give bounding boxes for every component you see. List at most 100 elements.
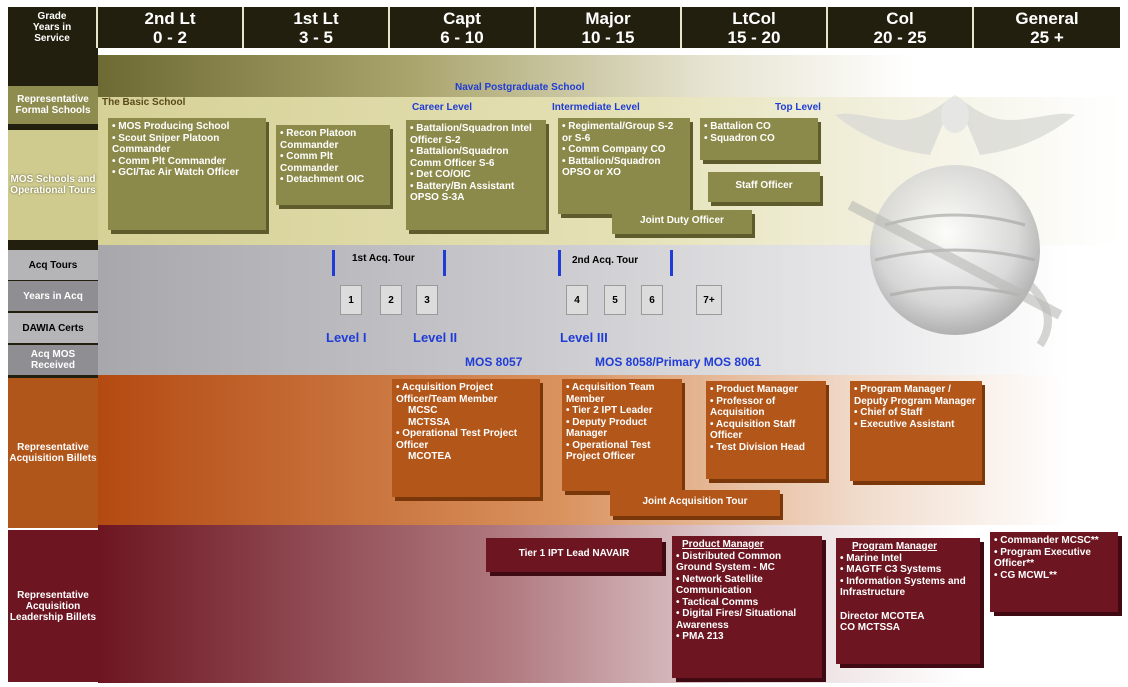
mos-item: Battalion/Squadron Comm Officer S-6 [410, 146, 542, 169]
pm-item: Distributed Common Ground System - MC [676, 551, 818, 574]
mos-item: Det CO/OIC [410, 169, 542, 181]
acq-billet-sub: MCTSSA [408, 416, 451, 428]
rank-grade: 1st Lt [293, 9, 339, 28]
mos-item: Recon Platoon Commander [280, 128, 386, 151]
rank-grade: Capt [443, 9, 481, 28]
rank-grade: 2nd Lt [144, 9, 196, 28]
rank-years: 25 + [1030, 28, 1064, 47]
mos-item: Battalion CO [704, 121, 814, 133]
acq-billet-item: Acquisition Team Member [566, 382, 678, 405]
acq-billet-box-major: Acquisition Team Member Tier 2 IPT Leade… [562, 379, 682, 491]
mos-item: Scout Sniper Platoon Commander [112, 133, 262, 156]
joint-acquisition-tour-box: Joint Acquisition Tour [610, 490, 780, 516]
acq-billet-item: Executive Assistant [854, 419, 978, 431]
header-grade-years-service: Grade Years in Service [8, 7, 98, 48]
label-acq-tours: Acq Tours [8, 250, 98, 280]
mos-item: Detachment OIC [280, 174, 386, 186]
product-manager-box: Product Manager Distributed Common Groun… [672, 536, 822, 678]
header-rank-1stlt: 1st Lt 3 - 5 [244, 7, 390, 48]
acq-billet-item: Deputy Product Manager [566, 417, 678, 440]
acq-year-3: 3 [416, 285, 438, 315]
acq-billet-item: Product Manager [710, 384, 822, 396]
rank-years: 3 - 5 [298, 28, 334, 47]
mos-box-major: Regimental/Group S-2 or S-6 Comm Company… [558, 118, 690, 214]
acq-billet-item: Acquisition Staff Officer [710, 419, 822, 442]
prog-item: MAGTF C3 Systems [840, 564, 976, 576]
rank-years: 10 - 15 [581, 28, 635, 47]
acq-year-2: 2 [380, 285, 402, 315]
gen-item: Commander MCSC** [994, 535, 1114, 547]
acq-billet-item: Tier 2 IPT Leader [566, 405, 678, 417]
label-mos-schools: MOS Schools and Operational Tours [8, 130, 98, 240]
label-formal-schools: Representative Formal Schools [8, 86, 98, 124]
header-years-label: Years in [32, 22, 72, 33]
tour1-label: 1st Acq. Tour [352, 253, 415, 264]
rank-years: 15 - 20 [727, 28, 781, 47]
naval-postgraduate-school-label: Naval Postgraduate School [455, 82, 585, 93]
acq-billet-box-ltcol: Product Manager Professor of Acquisition… [706, 381, 826, 479]
rank-years: 0 - 2 [152, 28, 188, 47]
gen-item: Program Executive Officer** [994, 547, 1114, 570]
mos-item: Comm Company CO [562, 144, 686, 156]
header-rank-2ndlt: 2nd Lt 0 - 2 [98, 7, 244, 48]
header-service-label: Service [34, 33, 70, 44]
rank-grade: General [1015, 9, 1079, 28]
label-leadership-billets: Representative Acquisition Leadership Bi… [8, 530, 98, 682]
program-manager-box: Program Manager Marine Intel MAGTF C3 Sy… [836, 538, 980, 664]
level-1-label: Level I [326, 330, 367, 345]
general-billets-box: Commander MCSC** Program Executive Offic… [990, 532, 1118, 612]
acq-billet-item: Acquisition Project Officer/Team Member [396, 382, 536, 405]
level-2-label: Level II [413, 330, 458, 345]
header-rank-ltcol: LtCol 15 - 20 [682, 7, 828, 48]
tier1-ipt-lead-box: Tier 1 IPT Lead NAVAIR [486, 538, 662, 572]
acq-billet-item: Operational Test Project Officer [566, 440, 678, 463]
gen-item: CG MCWL** [994, 570, 1114, 582]
mos-item: GCI/Tac Air Watch Officer [112, 167, 262, 179]
acq-billet-item: Chief of Staff [854, 407, 978, 419]
joint-duty-officer-box: Joint Duty Officer [612, 210, 752, 234]
mos-box-lt: MOS Producing School Scout Sniper Platoo… [108, 118, 266, 230]
pm-item: Network Satellite Communication [676, 574, 818, 597]
prog-item: Marine Intel [840, 553, 976, 565]
header-rank-general: General 25 + [974, 7, 1120, 48]
level-3-label: Level III [560, 330, 608, 345]
pm-item: Tactical Comms [676, 597, 818, 609]
acq-year-7plus: 7+ [696, 285, 722, 315]
rank-grade: Col [886, 9, 914, 28]
acq-year-5: 5 [604, 285, 626, 315]
mos-item: Battalion/Squadron OPSO or XO [562, 156, 686, 179]
director-mcotea: Director MCOTEA [840, 610, 925, 622]
tour2-start-tick [558, 250, 561, 276]
mos-box-ltcol: Battalion CO Squadron CO [700, 118, 818, 160]
mos-item: Comm Plt Commander [280, 151, 386, 174]
mos-box-1stlt: Recon Platoon Commander Comm Plt Command… [276, 125, 390, 205]
acq-billet-sub: MCSC [408, 405, 438, 416]
mos-item: MOS Producing School [112, 121, 262, 133]
mos-box-capt: Battalion/Squadron Intel Officer S-2 Bat… [406, 120, 546, 230]
rank-grade: LtCol [732, 9, 776, 28]
career-level-label: Career Level [412, 102, 473, 113]
mos-item: Battery/Bn Assistant OPSO S-3A [410, 181, 542, 204]
label-dawia: DAWIA Certs [8, 313, 98, 343]
mos-8058-8061-label: MOS 8058/Primary MOS 8061 [595, 355, 762, 369]
acq-year-1: 1 [340, 285, 362, 315]
acq-billet-box-col: Program Manager / Deputy Program Manager… [850, 381, 982, 481]
header-rank-capt: Capt 6 - 10 [390, 7, 536, 48]
intermediate-level-label: Intermediate Level [552, 102, 640, 113]
eagle-globe-anchor-icon [835, 95, 1075, 348]
mos-item: Regimental/Group S-2 or S-6 [562, 121, 686, 144]
header-rank-major: Major 10 - 15 [536, 7, 682, 48]
header-rank-col: Col 20 - 25 [828, 7, 974, 48]
label-years-in-acq: Years in Acq [8, 281, 98, 311]
tour1-end-tick [443, 250, 446, 276]
header-grade-label: Grade [37, 11, 67, 22]
product-manager-title: Product Manager [682, 539, 764, 550]
acq-year-6: 6 [641, 285, 663, 315]
program-manager-title: Program Manager [852, 541, 938, 552]
staff-officer-box: Staff Officer [708, 172, 820, 202]
pm-item: Digital Fires/ Situational Awareness [676, 608, 818, 631]
rank-grade: Major [585, 9, 631, 28]
mos-item: Comm Plt Commander [112, 156, 262, 168]
acq-billet-item: Test Division Head [710, 442, 822, 454]
rank-years: 20 - 25 [873, 28, 927, 47]
